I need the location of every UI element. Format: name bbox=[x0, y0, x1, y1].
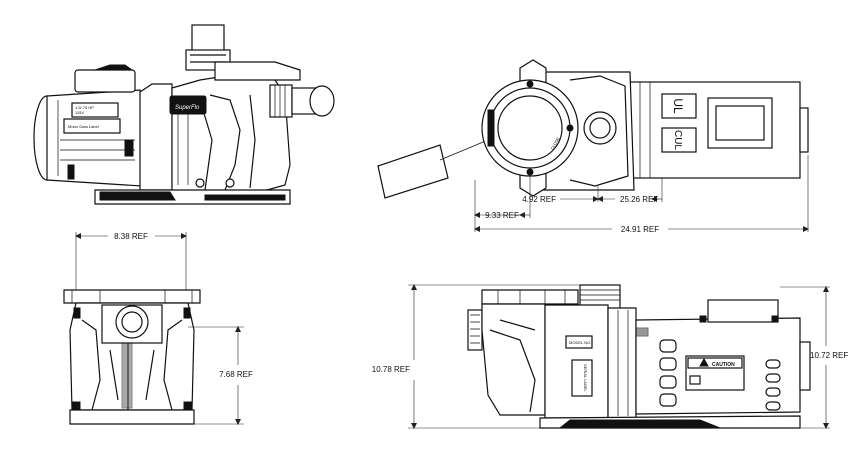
top-dimensions: 4.92 REF 25.26 REF 9.33 REF 24.91 REF bbox=[474, 155, 809, 234]
dim-top-a: 4.92 REF bbox=[522, 195, 556, 204]
top-view: UL CUL CLOSE bbox=[377, 59, 809, 234]
dim-top-total: 24.91 REF bbox=[621, 225, 659, 234]
side-motor: 1.5/.75 HP 115V Motor Data Label bbox=[33, 64, 143, 187]
dim-front-width: 8.38 REF bbox=[114, 232, 148, 241]
cul-tag: CUL bbox=[672, 130, 683, 150]
dim-rear-height-left: 10.78 REF bbox=[372, 365, 410, 374]
side-view: 1.5/.75 HP 115V Motor Data Label SuperFl… bbox=[33, 24, 335, 205]
motor-data-label: Motor Data Label bbox=[68, 124, 99, 129]
side-base bbox=[94, 189, 291, 205]
plate-line1: 1.5/.75 HP bbox=[75, 105, 94, 110]
caution-label: CAUTION bbox=[712, 362, 735, 368]
top-motor: UL CUL bbox=[609, 81, 809, 179]
superflo-logo: SuperFlo bbox=[175, 105, 200, 111]
top-view-tag bbox=[377, 144, 449, 199]
dim-top-b: 25.26 REF bbox=[620, 195, 658, 204]
rear-view: MODEL NO. SERIAL LABEL CAUTION 10.78 REF bbox=[372, 284, 848, 429]
side-discharge-port bbox=[269, 84, 335, 118]
dim-rear-height-right: 10.72 REF bbox=[810, 351, 848, 360]
dim-top-c: 9.33 REF bbox=[485, 211, 519, 220]
model-label: MODEL NO. bbox=[569, 340, 591, 345]
side-pump-housing: SuperFlo bbox=[139, 71, 291, 193]
front-view: 8.38 REF 7.68 REF bbox=[63, 232, 253, 425]
serial-label: SERIAL LABEL bbox=[583, 364, 588, 392]
lid-close-text: CLOSE bbox=[550, 136, 561, 151]
plate-line2: 115V bbox=[75, 110, 84, 115]
dim-front-height: 7.68 REF bbox=[219, 370, 253, 379]
ul-tag: UL bbox=[671, 98, 685, 114]
top-lid: CLOSE bbox=[481, 59, 579, 197]
side-lid bbox=[185, 24, 301, 81]
